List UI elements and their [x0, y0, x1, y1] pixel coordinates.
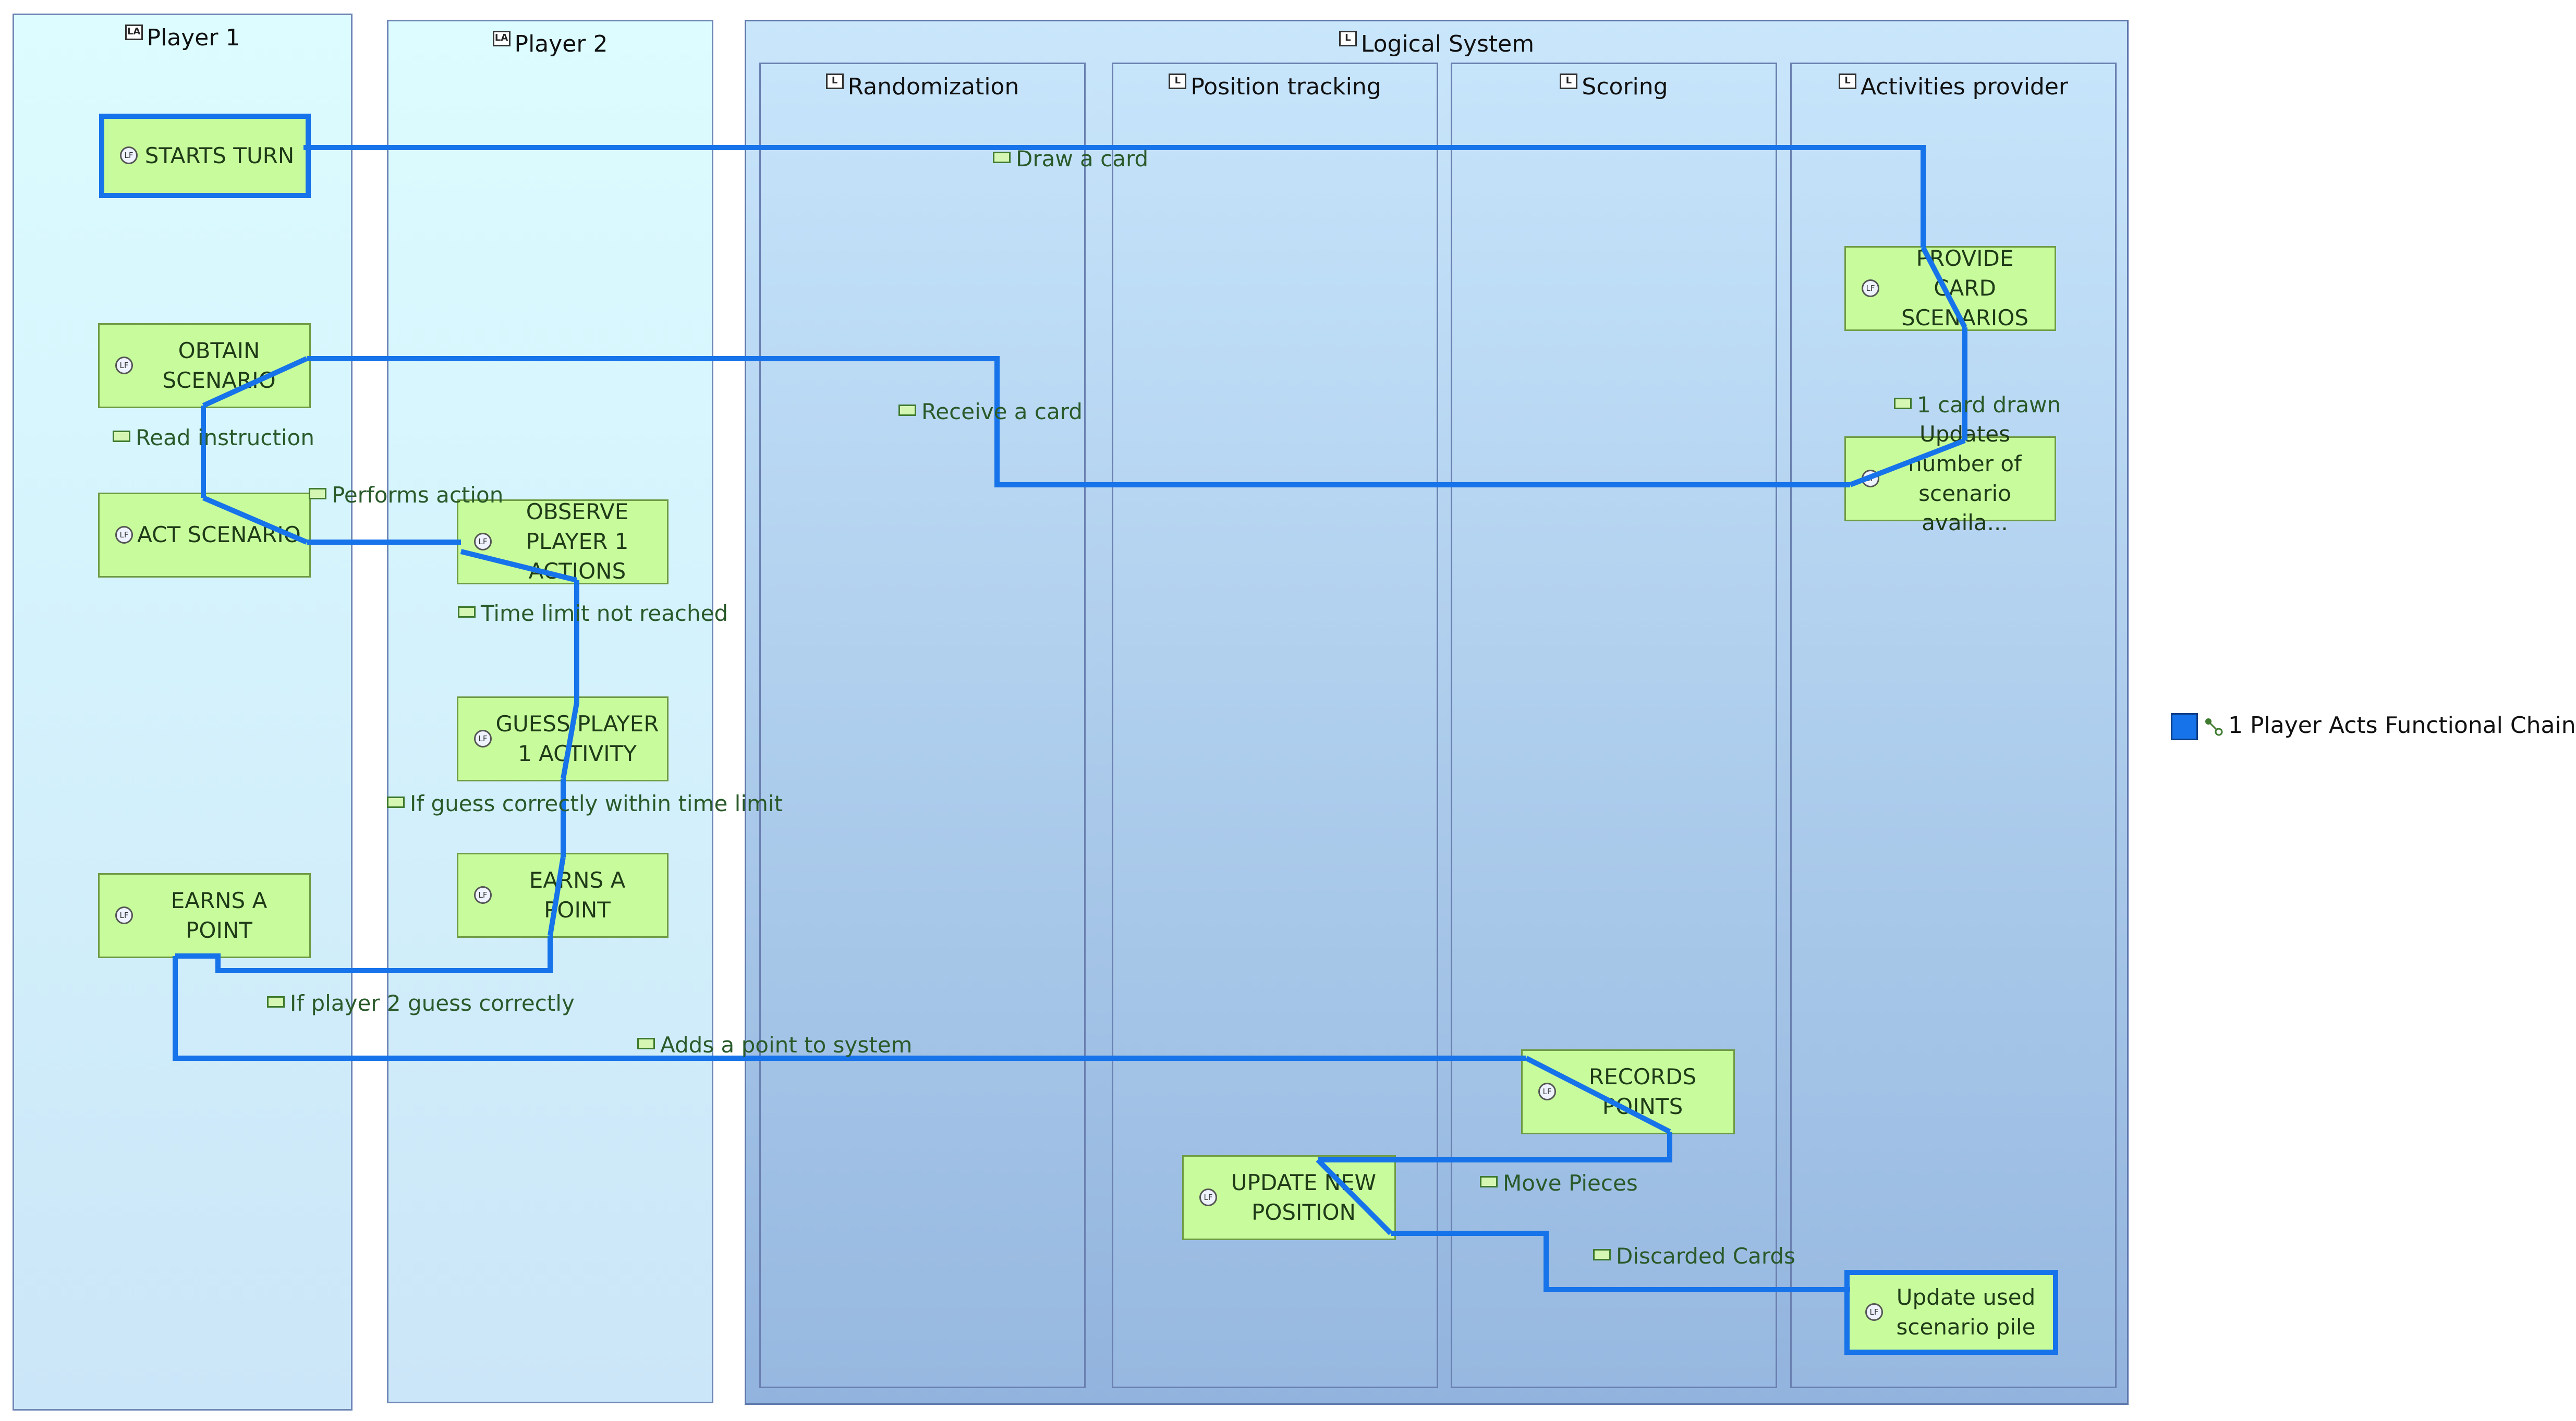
functional-exchange-icon [898, 404, 916, 416]
lane-scoring[interactable]: L Scoring [1451, 63, 1777, 1388]
function-update-new-position[interactable]: LF UPDATE NEW POSITION [1182, 1155, 1396, 1240]
exchange-label-guess-correctly: If guess correctly within time limit [387, 791, 783, 816]
functional-chain-icon [2205, 718, 2223, 736]
function-provide-card-scenarios[interactable]: LF PROVIDE CARD SCENARIOS [1844, 246, 2056, 331]
functional-exchange-icon [993, 151, 1011, 163]
function-label: ACT SCENARIO [137, 522, 301, 548]
exchange-label-card-drawn: 1 card drawn [1894, 392, 2061, 418]
logical-function-icon: LF [474, 886, 492, 904]
legend-label: 1 Player Acts Functional Chain [2228, 712, 2576, 739]
function-label: OBTAIN SCENARIO [162, 337, 276, 393]
lane-title: Player 1 [147, 24, 240, 51]
function-obtain-scenario[interactable]: LF OBTAIN SCENARIO [98, 323, 311, 408]
logical-function-icon: LF [115, 906, 133, 924]
function-updates-number-of-scenario[interactable]: LF Updates number of scenario availa... [1844, 421, 2056, 535]
function-update-used-scenario-pile[interactable]: LF Update used scenario pile [1844, 1270, 2058, 1355]
logical-function-icon: LF [115, 356, 133, 374]
logical-component-icon: L [1560, 74, 1578, 89]
logical-component-icon: L [1339, 31, 1357, 46]
function-label: EARNS A POINT [529, 867, 626, 923]
logical-function-icon: LF [1199, 1188, 1217, 1206]
function-label: STARTS TURN [144, 142, 295, 168]
function-earns-a-point-player-2[interactable]: LF EARNS A POINT [457, 853, 669, 938]
function-earns-a-point-player-1[interactable]: LF EARNS A POINT [98, 873, 311, 958]
function-label: Updates number of scenario availa... [1908, 421, 2022, 536]
logical-component-icon: L [825, 74, 844, 89]
function-records-points[interactable]: LF RECORDS POINTS [1521, 1049, 1735, 1134]
logical-function-icon: LF [1865, 1303, 1883, 1321]
exchange-label-performs-action: Performs action [309, 482, 503, 508]
lane-title: Activities provider [1860, 74, 2069, 100]
logical-function-icon: LF [120, 146, 138, 164]
lane-title: Position tracking [1190, 74, 1381, 100]
logical-function-icon: LF [1862, 279, 1879, 297]
exchange-label-move-pieces: Move Pieces [1480, 1170, 1638, 1196]
functional-exchange-icon [1894, 397, 1912, 409]
function-starts-turn[interactable]: LF STARTS TURN [99, 114, 311, 198]
logical-function-icon: LF [1862, 469, 1879, 487]
exchange-label-player-2-guess: If player 2 guess correctly [267, 990, 575, 1016]
function-label: PROVIDE CARD SCENARIOS [1901, 246, 2028, 330]
logical-function-icon: LF [1538, 1082, 1556, 1100]
function-observe-player-1-actions[interactable]: LF OBSERVE PLAYER 1 ACTIONS [457, 499, 669, 584]
function-label: Update used scenario pile [1896, 1284, 2036, 1340]
logical-actor-icon: LA [125, 24, 143, 40]
exchange-label-receive-a-card: Receive a card [898, 399, 1083, 424]
function-label: UPDATE NEW POSITION [1231, 1169, 1377, 1225]
functional-exchange-icon [1593, 1248, 1611, 1260]
exchange-label-time-limit: Time limit not reached [458, 601, 728, 626]
functional-exchange-icon [309, 487, 326, 499]
legend-color-swatch [2171, 713, 2198, 740]
logical-function-icon: LF [474, 532, 492, 550]
lane-title: Logical System [1360, 31, 1535, 57]
logical-function-icon: LF [115, 525, 133, 544]
function-label: OBSERVE PLAYER 1 ACTIONS [526, 499, 629, 584]
functional-exchange-icon [1480, 1175, 1498, 1187]
logical-component-icon: L [1169, 74, 1187, 89]
logical-component-icon: L [1838, 74, 1856, 89]
function-label: EARNS A POINT [171, 887, 268, 943]
functional-exchange-icon [458, 606, 476, 618]
lane-title: Randomization [847, 74, 1019, 100]
function-label: RECORDS POINTS [1588, 1063, 1697, 1119]
functional-exchange-icon [113, 430, 130, 442]
logical-actor-icon: LA [492, 31, 511, 46]
function-label: GUESS PLAYER 1 ACTIVITY [495, 710, 659, 766]
exchange-label-discarded-cards: Discarded Cards [1593, 1243, 1795, 1269]
functional-exchange-icon [637, 1037, 655, 1049]
legend: 1 Player Acts Functional Chain [2171, 712, 2576, 740]
logical-function-icon: LF [474, 729, 492, 748]
exchange-label-adds-a-point: Adds a point to system [637, 1032, 912, 1058]
lane-title: Player 2 [514, 31, 608, 57]
functional-exchange-icon [387, 796, 405, 808]
lane-title: Scoring [1582, 74, 1668, 100]
exchange-label-draw-a-card: Draw a card [993, 146, 1148, 172]
functional-exchange-icon [267, 996, 285, 1008]
exchange-label-read-instruction: Read instruction [113, 425, 314, 450]
